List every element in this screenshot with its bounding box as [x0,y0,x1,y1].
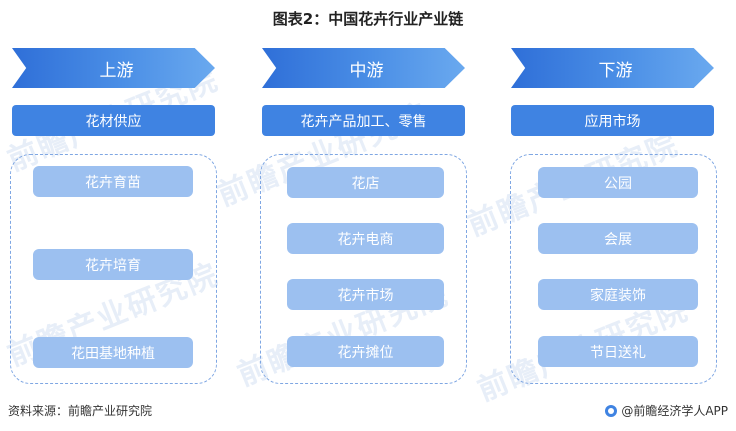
stage-arrow-downstream: 下游 [511,48,714,88]
brand-credit: @前瞻经济学人APP [605,402,728,419]
list-item: 花田基地种植 [33,337,193,368]
list-item: 花卉摊位 [287,336,444,367]
list-item: 花卉育苗 [33,166,193,197]
list-item: 家庭装饰 [538,279,698,310]
page-title: 图表2：中国花卉行业产业链 [272,10,464,28]
source-note: 资料来源：前瞻产业研究院 [8,404,153,418]
list-item: 花店 [287,167,444,198]
stage-arrow-label: 下游 [598,60,633,81]
stage-group-upstream: 花卉育苗 花卉培育 花田基地种植 [10,154,217,384]
list-item: 公园 [538,167,698,198]
list-item: 花卉市场 [287,279,444,310]
stage-arrow-label: 上游 [99,60,134,81]
stage-group-downstream: 公园 会展 家庭装饰 节日送礼 [510,154,717,384]
list-item: 花卉培育 [33,249,193,280]
stage-arrow-upstream: 上游 [12,48,215,88]
brand-logo-icon [605,404,618,417]
stage-arrow-midstream: 中游 [262,48,465,88]
stage-group-midstream: 花店 花卉电商 花卉市场 花卉摊位 [260,154,467,384]
stage-label-upstream: 花材供应 [12,105,215,136]
stage-label-midstream: 花卉产品加工、零售 [262,105,465,136]
brand-credit-label: @前瞻经济学人APP [621,404,728,418]
list-item: 花卉电商 [287,223,444,254]
list-item: 会展 [538,223,698,254]
stage-label-downstream: 应用市场 [511,105,714,136]
list-item: 节日送礼 [538,336,698,367]
stage-arrow-label: 中游 [349,60,384,81]
